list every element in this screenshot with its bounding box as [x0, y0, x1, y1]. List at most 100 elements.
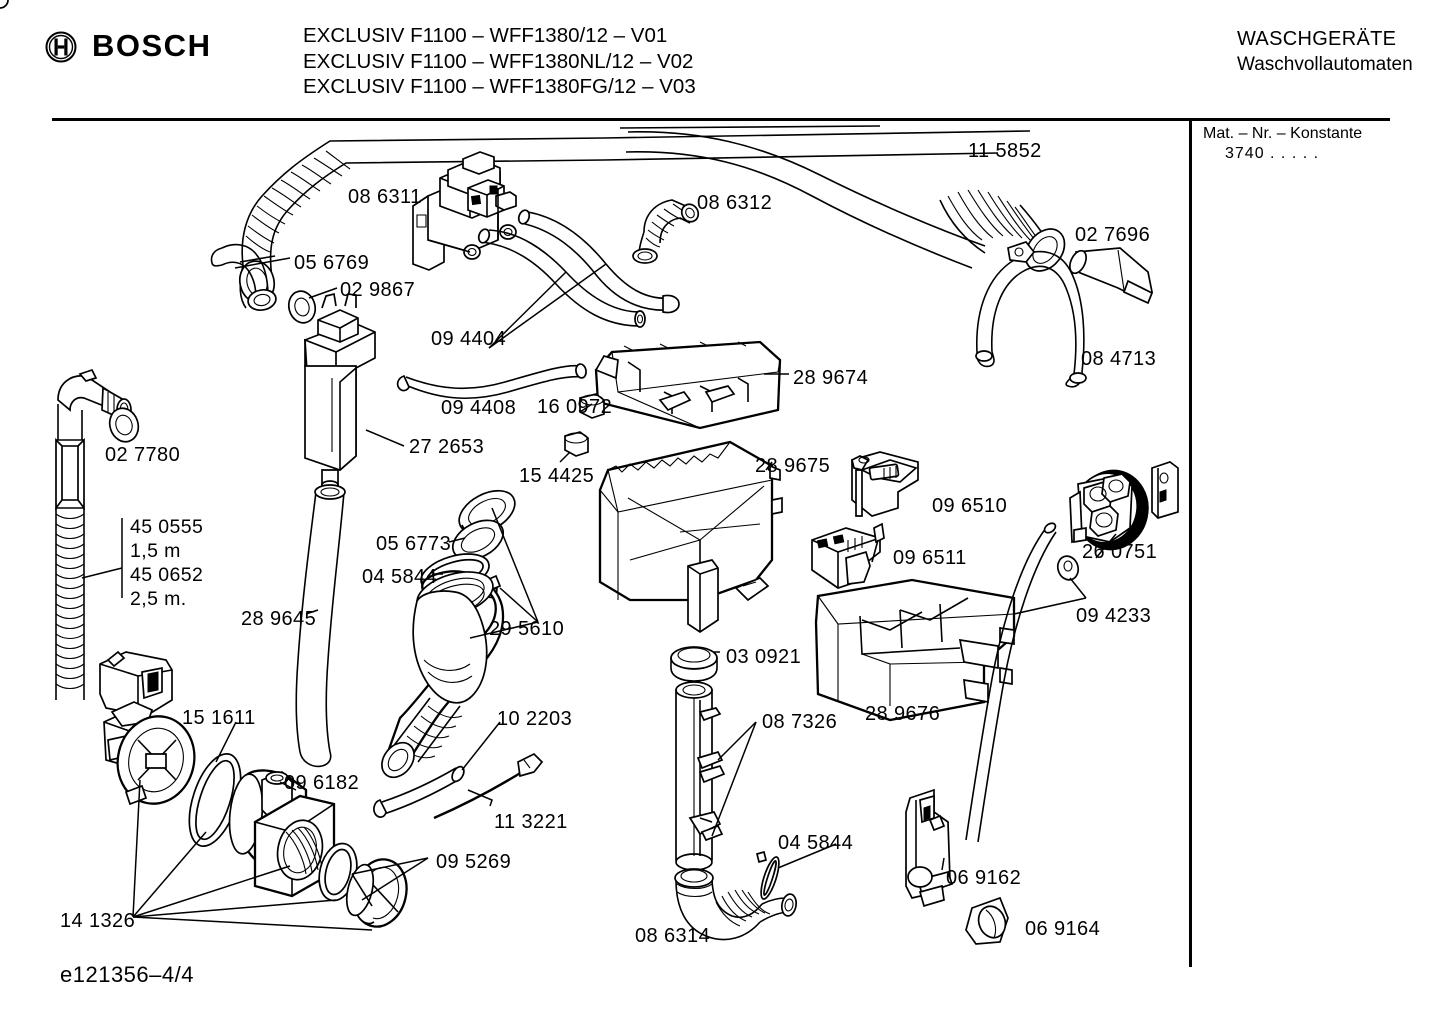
leader-295610-c — [470, 622, 538, 638]
hose-spec-line-3: 45 0652 — [130, 564, 204, 586]
part-label-08-4713: 08 4713 — [1081, 348, 1157, 370]
part-label-08-7326: 08 7326 — [762, 711, 838, 733]
part-label-11-5852: 11 5852 — [968, 140, 1042, 162]
part-label-02-9867: 02 9867 — [340, 279, 416, 301]
part-drawing-drain-hose-115852 — [626, 132, 1073, 279]
part-label-09-4404: 09 4404 — [431, 328, 507, 350]
part-label-15-1611: 15 1611 — [182, 707, 256, 729]
leader-069162 — [942, 858, 944, 870]
leader-096182 — [280, 782, 296, 790]
category-title: WASCHGERÄTE — [1237, 28, 1397, 50]
part-drawing-housing-289675 — [600, 442, 782, 632]
part-drawing-grommet-094233 — [1055, 553, 1081, 582]
hose-length-spec: 45 0555 1,5 m 45 0652 2,5 m. — [130, 515, 203, 611]
part-drawing-hose-102203 — [374, 765, 466, 818]
part-label-15-4425: 15 4425 — [519, 465, 595, 487]
part-label-05-6773: 05 6773 — [376, 533, 452, 555]
part-label-28-9645: 28 9645 — [241, 608, 317, 630]
part-drawing-elbow-086312 — [0, 0, 701, 263]
part-label-08-6311: 08 6311 — [348, 186, 422, 208]
part-label-09-6510: 09 6510 — [932, 495, 1008, 517]
hose-spec-line-2: 1,5 m — [130, 540, 181, 562]
leader-087326-b — [712, 722, 756, 836]
part-label-27-2653: 27 2653 — [409, 436, 485, 458]
part-label-16-0972: 16 0972 — [537, 396, 613, 418]
leader-154425 — [560, 452, 570, 462]
leader-056769 — [235, 258, 290, 268]
part-drawing-bellows-295610 — [375, 564, 503, 784]
leader-151611 — [216, 722, 236, 762]
leader-260751 — [1096, 534, 1116, 558]
model-line-3: EXCLUSIV F1100 – WFF1380FG/12 – V03 — [303, 75, 696, 98]
leader-094233-b — [1014, 598, 1086, 614]
leader-141326-d — [133, 900, 336, 917]
part-drawing-pump-module — [100, 652, 413, 932]
part-label-08-6312: 08 6312 — [697, 192, 773, 214]
leader-087326-a — [718, 722, 756, 760]
part-drawing-hanger-084713 — [976, 242, 1086, 387]
leader-289645 — [306, 610, 318, 614]
drawing-number: e121356–4/4 — [60, 962, 194, 987]
part-label-06-9162: 06 9162 — [946, 867, 1022, 889]
leader-102203 — [462, 722, 500, 770]
part-drawing-hose-289645 — [296, 485, 345, 766]
part-label-02-7780: 02 7780 — [105, 444, 181, 466]
part-drawing-insert-096511 — [812, 524, 884, 588]
part-drawing-nozzle-027696 — [1067, 248, 1152, 303]
leader-272653 — [366, 430, 404, 446]
part-drawing-inlet-valve-086311 — [413, 152, 516, 270]
part-drawing-seal-029867 — [285, 288, 318, 326]
leader-095269-a — [352, 858, 428, 874]
part-label-11-3221: 11 3221 — [494, 811, 568, 833]
part-label-28-9676: 28 9676 — [865, 703, 941, 725]
leader-113221 — [468, 790, 492, 806]
material-number-box: Mat. – Nr. – Konstante 3740 . . . . . — [1203, 124, 1362, 164]
vertical-divider — [1189, 120, 1192, 967]
bosch-armature-icon — [45, 31, 77, 63]
leader-029867 — [309, 288, 337, 298]
leader-094233-a — [1070, 578, 1086, 598]
leader-056773 — [449, 538, 465, 542]
part-label-09-5269: 09 5269 — [436, 851, 512, 873]
part-drawing-siphon-tube-087326 — [676, 682, 724, 872]
leader-141326-c — [133, 866, 290, 917]
leader-289675 — [766, 462, 772, 470]
part-drawing-cap-069164 — [966, 898, 1010, 944]
part-label-03-0921: 03 0921 — [726, 646, 802, 668]
part-drawing-hose-094408 — [398, 363, 588, 398]
part-drawing-rod-113221 — [434, 754, 542, 818]
leader-295610-a — [492, 508, 538, 622]
part-drawing-cover-289674 — [596, 342, 780, 428]
part-drawing-pressure-switch-260751 — [1068, 462, 1178, 557]
part-label-04-5844: 04 5844 — [362, 566, 438, 588]
part-drawing-bushing-154425 — [565, 432, 588, 456]
part-drawing-long-inlet-tube — [604, 126, 1030, 160]
part-label-06-9164: 06 9164 — [1025, 918, 1101, 940]
hose-spec-line-4: 2,5 m. — [130, 588, 187, 610]
part-label-26-0751: 26 0751 — [1082, 541, 1158, 563]
part-drawing-drawer-289676 — [816, 580, 1014, 720]
leader-160972 — [580, 404, 592, 412]
part-drawing-dispenser-272653 — [305, 294, 375, 489]
part-label-05-6769: 05 6769 — [294, 252, 370, 274]
part-label-09-4408: 09 4408 — [441, 397, 517, 419]
leader-095269-b — [362, 858, 428, 900]
part-drawing-pressure-tube — [966, 521, 1057, 842]
part-label-10-2203: 10 2203 — [497, 708, 573, 730]
part-drawing-hoses-094404 — [477, 209, 679, 348]
part-drawing-nut-027780 — [105, 405, 142, 446]
matnr-line-1: Mat. – Nr. – Konstante — [1203, 125, 1363, 142]
part-label-28-9675: 28 9675 — [755, 455, 831, 477]
leader-141326-a — [133, 780, 140, 917]
part-label-14-1326: 14 1326 — [60, 910, 136, 932]
part-drawing-elbow-086314 — [675, 869, 798, 940]
part-drawing-ring-056773 — [446, 482, 522, 568]
part-drawing-elbow-056769 — [211, 245, 277, 313]
model-list: EXCLUSIV F1100 – WFF1380/12 – V01 EXCLUS… — [303, 23, 696, 100]
leader-141326-b — [133, 832, 206, 917]
part-drawing-clamp-045844-bottom — [757, 852, 783, 901]
part-label-28-9674: 28 9674 — [793, 367, 869, 389]
hose-spec-line-1: 45 0555 — [130, 516, 204, 538]
part-label-09-4233: 09 4233 — [1076, 605, 1152, 627]
